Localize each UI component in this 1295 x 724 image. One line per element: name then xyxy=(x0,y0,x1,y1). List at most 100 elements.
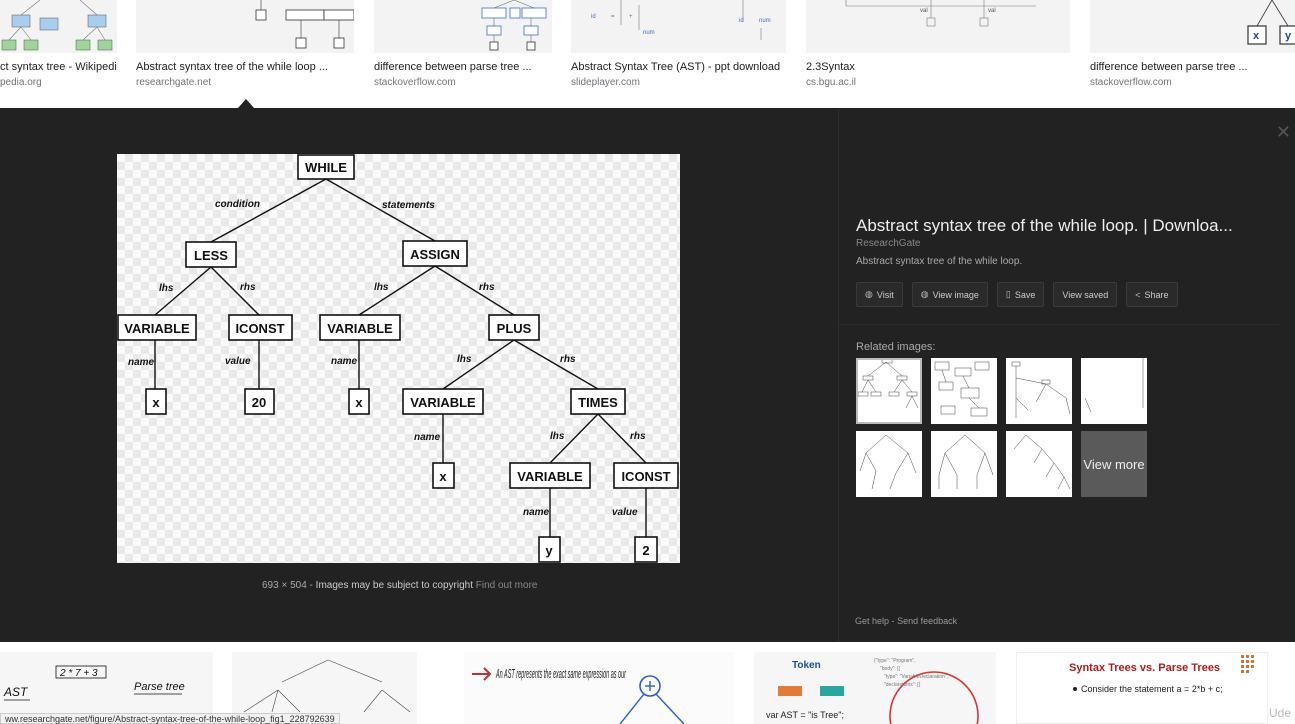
svg-text:+: + xyxy=(629,14,633,20)
share-button[interactable]: <Share xyxy=(1126,282,1178,307)
edge-label-condition: condition xyxy=(215,199,260,210)
image-viewer-panel: ✕ condition statements lhs rhs lhs rhs xyxy=(0,108,1295,642)
edge-label-value: value xyxy=(225,356,251,367)
ast-node-times: TIMES xyxy=(578,395,618,410)
result-source: stackoverflow.com xyxy=(1090,77,1172,88)
share-icon: < xyxy=(1135,289,1141,300)
edge-label-name: name xyxy=(414,432,441,443)
watermark: Ude xyxy=(1268,706,1291,720)
related-images-label: Related images: xyxy=(856,341,936,353)
result-source: researchgate.net xyxy=(136,77,212,88)
result-thumbnail[interactable]: Syntax Trees vs. Parse Trees Consider th… xyxy=(1016,652,1268,724)
svg-text:{"type": "Program",: {"type": "Program", xyxy=(874,658,916,664)
copyright-notice: Images may be subject to copyright xyxy=(315,580,473,591)
view-image-button[interactable]: ◍View image xyxy=(911,282,988,307)
result-title[interactable]: difference between parse tree ... xyxy=(1090,61,1248,73)
slide-bullet: Consider the statement a = 2*b + c; xyxy=(1081,684,1223,694)
result-thumbnail[interactable]: AST 2 * 7 + 3 Parse tree xyxy=(0,652,213,724)
svg-text:id: id xyxy=(591,14,596,20)
ast-node-x: x xyxy=(439,469,447,484)
result-card[interactable]: ct syntax tree - Wikipedia pedia.org xyxy=(0,0,117,88)
svg-text:num: num xyxy=(643,30,655,36)
result-card[interactable]: difference between parse tree ... stacko… xyxy=(374,0,552,88)
edge-label-name: name xyxy=(523,507,550,518)
svg-text:y: y xyxy=(1285,30,1292,42)
edge-label-rhs: rhs xyxy=(630,431,646,442)
result-thumbnail[interactable]: Token var AST = "is Tree"; {"type": "Pro… xyxy=(754,652,996,724)
expression-label: 2 * 7 + 3 xyxy=(59,668,98,679)
viewer-title[interactable]: Abstract syntax tree of the while loop. … xyxy=(856,216,1233,235)
svg-text:"declarations": [{: "declarations": [{ xyxy=(884,682,921,688)
ast-node-variable: VARIABLE xyxy=(517,469,583,484)
result-title[interactable]: difference between parse tree ... xyxy=(374,61,532,73)
section-divider xyxy=(839,324,1279,325)
ast-node-x: x xyxy=(355,395,363,410)
result-card[interactable]: Abstract syntax tree of the while loop .… xyxy=(136,0,354,88)
related-image-thumbnail[interactable] xyxy=(856,358,922,424)
result-title[interactable]: 2.3Syntax xyxy=(806,61,855,73)
close-icon[interactable]: ✕ xyxy=(1275,122,1291,142)
save-button[interactable]: ▯Save xyxy=(996,282,1045,307)
edge-label-lhs: lhs xyxy=(159,283,174,294)
edge-label-value: value xyxy=(612,507,638,518)
view-more-button[interactable]: View more xyxy=(1081,431,1147,497)
svg-text:"type": "VariableDeclaration",: "type": "VariableDeclaration", xyxy=(884,674,948,680)
result-thumbnail[interactable] xyxy=(374,0,552,53)
globe-icon: ◍ xyxy=(920,289,929,299)
image-dimensions: 693 × 504 xyxy=(262,580,307,591)
ast-node-iconst: ICONST xyxy=(621,469,670,484)
get-help-link[interactable]: Get help xyxy=(855,616,890,626)
result-source: slideplayer.com xyxy=(571,77,640,88)
bookmark-icon: ▯ xyxy=(1005,289,1011,299)
send-feedback-link[interactable]: Send feedback xyxy=(897,616,958,626)
result-thumbnail[interactable]: An AST represents the exact same express… xyxy=(464,652,734,724)
related-image-thumbnail[interactable] xyxy=(1006,431,1072,497)
ast-node-variable: VARIABLE xyxy=(410,395,476,410)
meta-separator: - xyxy=(309,580,313,591)
visit-button[interactable]: ◍Visit xyxy=(856,282,903,307)
handwritten-note: An AST represents the exact same express… xyxy=(496,666,627,681)
edge-label-statements: statements xyxy=(382,200,435,211)
related-image-thumbnail[interactable] xyxy=(1081,358,1147,424)
related-image-thumbnail[interactable] xyxy=(856,431,922,497)
viewer-source[interactable]: ResearchGate xyxy=(856,238,921,249)
related-image-thumbnail[interactable] xyxy=(1006,358,1072,424)
view-saved-button[interactable]: View saved xyxy=(1053,282,1118,307)
related-image-thumbnail[interactable] xyxy=(931,431,997,497)
ast-node-2: 2 xyxy=(642,543,649,558)
edge-label-lhs: lhs xyxy=(457,354,472,365)
token-label: Token xyxy=(792,660,821,671)
panel-divider xyxy=(838,108,839,642)
viewer-description: Abstract syntax tree of the while loop. xyxy=(856,256,1023,267)
svg-text:val: val xyxy=(920,8,928,14)
ast-node-iconst: ICONST xyxy=(235,321,284,336)
image-meta: 693 × 504 - Images may be subject to cop… xyxy=(262,580,537,591)
parse-tree-label: Parse tree xyxy=(134,681,185,693)
related-image-thumbnail[interactable] xyxy=(931,358,997,424)
result-source: pedia.org xyxy=(0,77,42,88)
result-thumbnail[interactable] xyxy=(0,0,117,53)
edge-label-rhs: rhs xyxy=(479,282,495,293)
result-source: stackoverflow.com xyxy=(374,77,456,88)
ast-label: AST xyxy=(3,685,29,699)
svg-text:num: num xyxy=(759,18,771,24)
result-title[interactable]: Abstract Syntax Tree (AST) - ppt downloa… xyxy=(571,61,781,73)
ast-node-less: LESS xyxy=(194,248,228,263)
result-thumbnail[interactable] xyxy=(232,652,417,724)
result-title[interactable]: ct syntax tree - Wikipedia xyxy=(0,61,117,73)
result-thumbnail[interactable] xyxy=(136,0,354,53)
find-out-more-link[interactable]: Find out more xyxy=(475,580,538,591)
svg-text:"body": [{: "body": [{ xyxy=(880,666,901,672)
ast-node-assign: ASSIGN xyxy=(410,247,460,262)
ast-node-20: 20 xyxy=(252,395,266,410)
preview-image[interactable]: condition statements lhs rhs lhs rhs nam… xyxy=(117,154,680,563)
globe-icon: ◍ xyxy=(865,289,873,299)
code-snippet: var AST = "is Tree"; xyxy=(766,710,844,720)
result-title[interactable]: Abstract syntax tree of the while loop .… xyxy=(136,61,328,73)
